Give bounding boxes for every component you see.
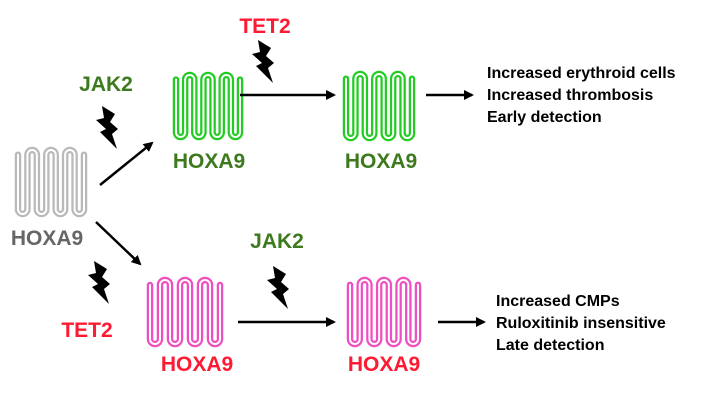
bottom-outcome-3: Late detection (496, 337, 604, 354)
bottom-outcome-1: Increased CMPs (496, 293, 620, 310)
top-outcome-2: Increased thrombosis (487, 87, 653, 104)
bottom-outcome-2: Ruloxitinib insensitive (496, 315, 666, 332)
gene-label-bottom-2: HOXA9 (348, 353, 420, 376)
arrow-origin-to-top (99, 141, 154, 186)
lightning-bolt-icon-top-tet2 (252, 40, 274, 83)
receptor-top-2-green-highlight (345, 73, 413, 139)
lightning-bolt-icon-top-jak2 (96, 106, 118, 149)
gene-label-bottom-1: HOXA9 (161, 353, 233, 376)
lightning-bolt-icon-bottom-jak2 (267, 266, 289, 309)
arrow-origin-to-bottom (95, 221, 142, 266)
receptor-bottom-2-pink-highlight (349, 279, 419, 345)
top-outcome-3: Early detection (487, 109, 602, 126)
gene-label-top-2: HOXA9 (345, 150, 417, 173)
mutation-label-top-jak2: JAK2 (79, 73, 133, 96)
receptor-top-1-green-highlight (175, 74, 241, 138)
mutation-label-bottom-tet2: TET2 (61, 319, 112, 342)
receptor-origin-gray-highlight (17, 149, 85, 215)
gene-label-origin: HOXA9 (11, 227, 83, 250)
top-outcome-1: Increased erythroid cells (487, 65, 676, 82)
lightning-bolt-icon-bottom-tet2 (88, 261, 110, 304)
mutation-label-bottom-jak2: JAK2 (250, 230, 304, 253)
mutation-label-top-tet2: TET2 (239, 15, 290, 38)
gene-label-top-1: HOXA9 (173, 150, 245, 173)
receptor-bottom-1-pink-highlight (149, 279, 221, 345)
